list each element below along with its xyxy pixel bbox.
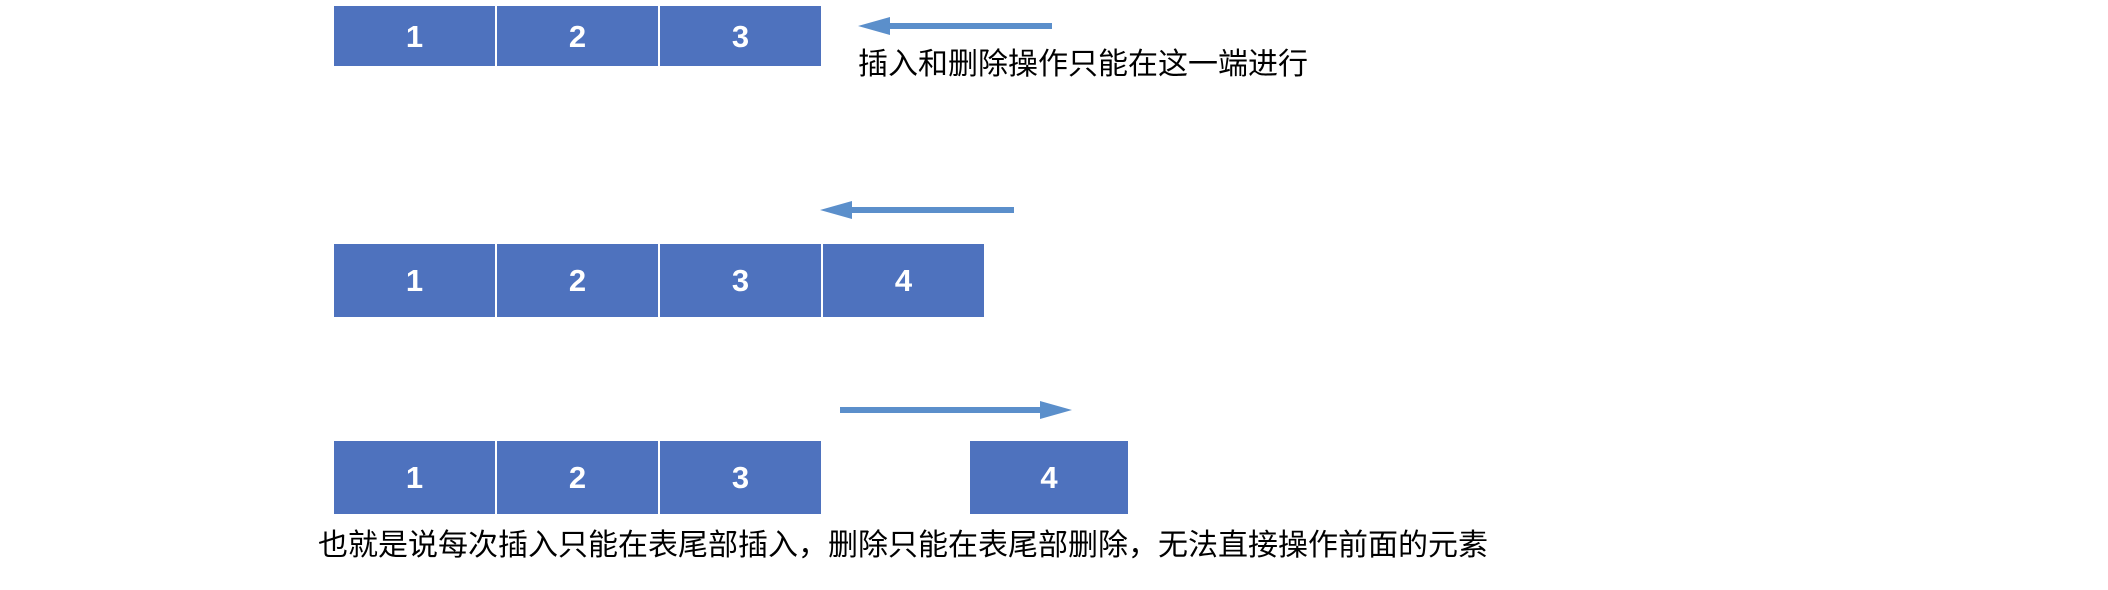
right-arrow-row-3 — [840, 398, 1074, 422]
stack-cell-r1c1: 1 — [333, 5, 496, 67]
stack-cell-r1c2: 2 — [496, 5, 659, 67]
stack-cell-r1c3: 3 — [659, 5, 822, 67]
stack-cell-r3c1: 1 — [333, 440, 496, 515]
left-arrow-row-1 — [856, 14, 1052, 38]
stack-cell-r2c4: 4 — [822, 243, 985, 318]
stack-cell-r3c3: 3 — [659, 440, 822, 515]
stack-cell-r3c4: 4 — [969, 440, 1129, 515]
left-arrow-row-2 — [818, 198, 1014, 222]
stack-cell-r2c2: 2 — [496, 243, 659, 318]
stack-cell-r2c3: 3 — [659, 243, 822, 318]
caption-top: 插入和删除操作只能在这一端进行 — [858, 48, 1308, 81]
caption-bottom: 也就是说每次插入只能在表尾部插入，删除只能在表尾部删除，无法直接操作前面的元素 — [318, 529, 1488, 562]
stack-cell-r2c1: 1 — [333, 243, 496, 318]
stack-cell-r3c2: 2 — [496, 440, 659, 515]
